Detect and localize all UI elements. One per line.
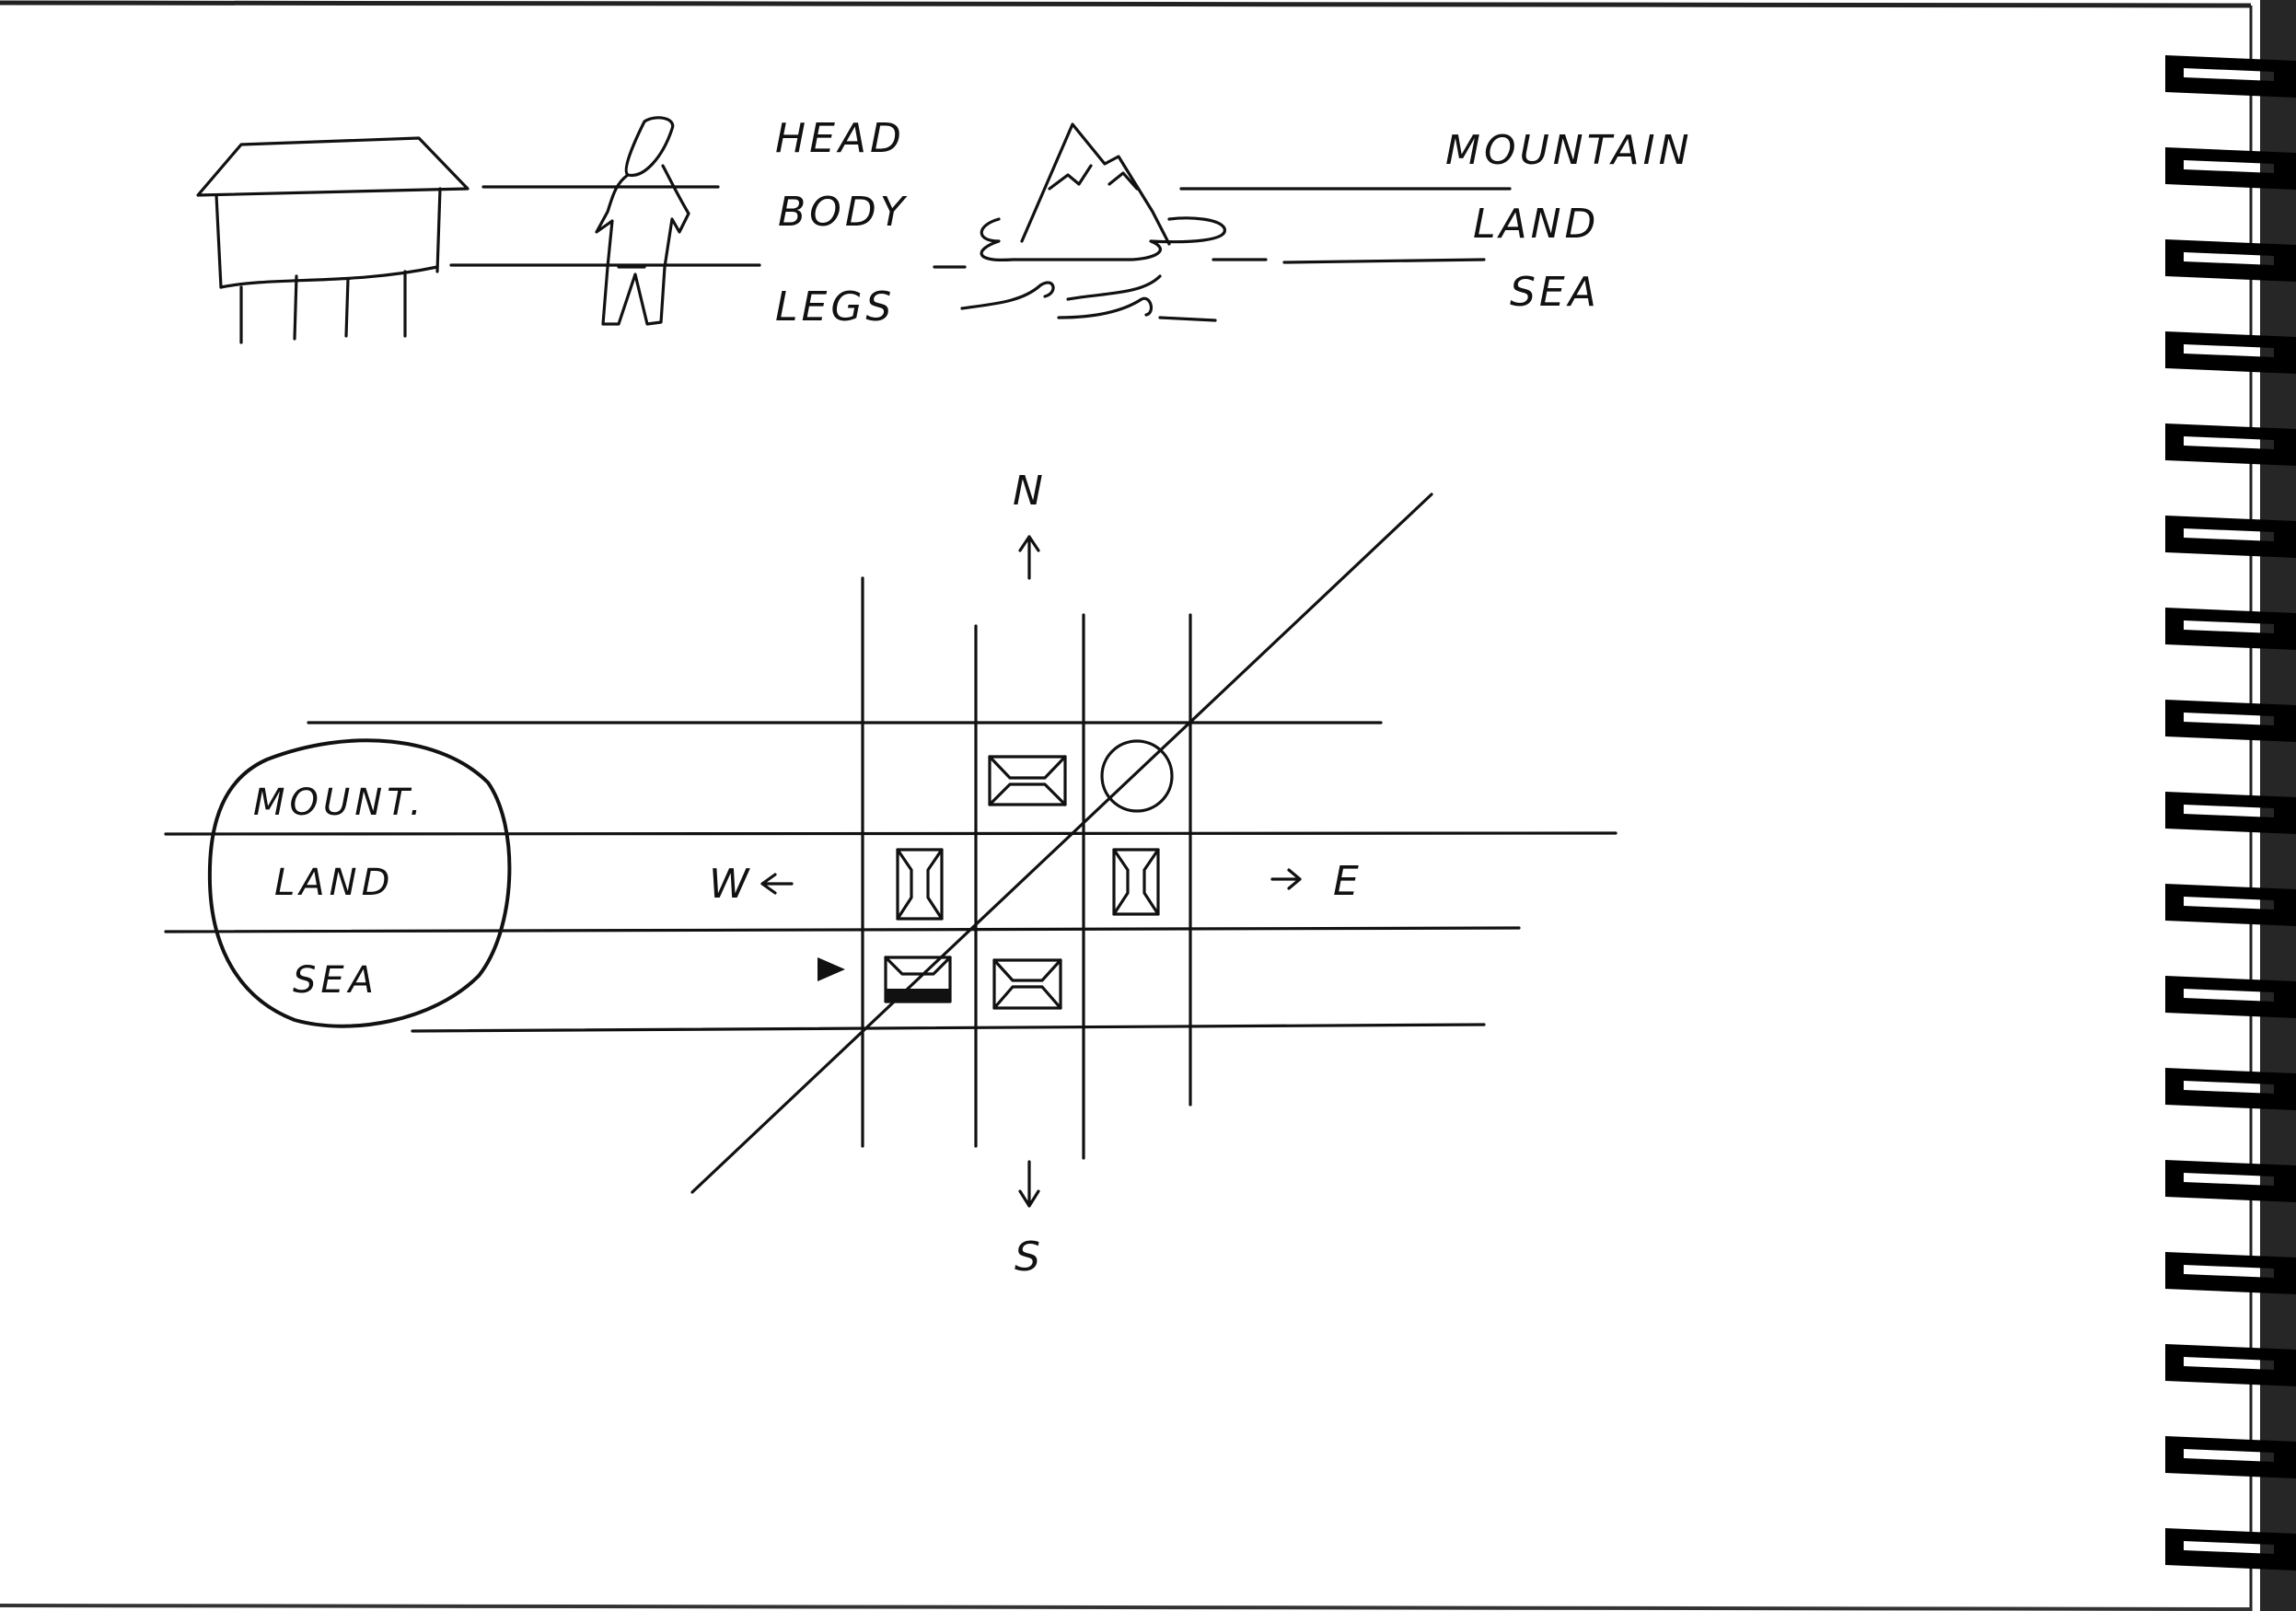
bottom-edge (0, 1604, 2252, 1611)
land-line (1282, 258, 1486, 264)
binding-loop-gap (2184, 805, 2274, 817)
binding-loop-gap (2184, 620, 2274, 633)
top-edge (0, 0, 2252, 8)
compass-grid (164, 493, 1618, 1194)
label-body: BODY (778, 189, 909, 236)
west-arrow (760, 873, 794, 895)
binding-loop-gap (2184, 989, 2274, 1002)
hut-drawing (196, 136, 470, 344)
east-arrow (1270, 868, 1302, 890)
compass-west: W (709, 861, 753, 908)
binding-loop-gap (2184, 528, 2274, 541)
compass-south: S (1015, 1234, 1044, 1281)
label-legs: LEGS (775, 284, 895, 330)
circle-symbol (1100, 739, 1174, 813)
binding-loop-gap (2184, 344, 2274, 357)
binding-loop-gap (2184, 252, 2274, 265)
envelope-symbol-top (988, 755, 1067, 806)
compass-east: E (1333, 858, 1363, 905)
south-arrow (1018, 1160, 1040, 1208)
triangle-marker-icon (818, 957, 845, 981)
binding-loop-gap (2184, 1541, 2274, 1554)
human-figure (595, 116, 690, 326)
binding-loop-gap (2184, 1449, 2274, 1462)
hourglass-symbol-west (896, 848, 944, 921)
label-mountain: MOUNTAIN (1445, 127, 1693, 174)
legend-sea: SEA (293, 959, 378, 1002)
legend-land: LAND (274, 862, 394, 904)
hourglass-symbol-east (1112, 848, 1160, 916)
binding-loop-gap (2184, 160, 2274, 173)
label-sea: SEA (1510, 269, 1600, 316)
legend-mount: MOUNT. (253, 782, 426, 824)
binding-loop-gap (2184, 1357, 2274, 1370)
mountain-island-drawing (933, 122, 1268, 322)
north-arrow (1018, 535, 1040, 580)
binding-loop-gap (2184, 1081, 2274, 1094)
envelope-symbol-sea-filled (884, 956, 952, 1003)
binding-loop-gap (2184, 713, 2274, 725)
legend-circle (207, 738, 512, 1028)
binding-spine (2260, 0, 2296, 1611)
binding-loop-gap (2184, 897, 2274, 910)
compass-north: N (1013, 468, 1047, 515)
envelope-symbol-sea (992, 958, 1062, 1010)
binding-loop-gap (2184, 1265, 2274, 1278)
binding-loop-gap (2184, 1173, 2274, 1186)
spiral-binding (2165, 0, 2296, 1611)
binding-loop-gap (2184, 68, 2274, 81)
label-head: HEAD (775, 115, 905, 162)
label-land: LAND (1473, 201, 1599, 248)
binding-loop-gap (2184, 436, 2274, 449)
